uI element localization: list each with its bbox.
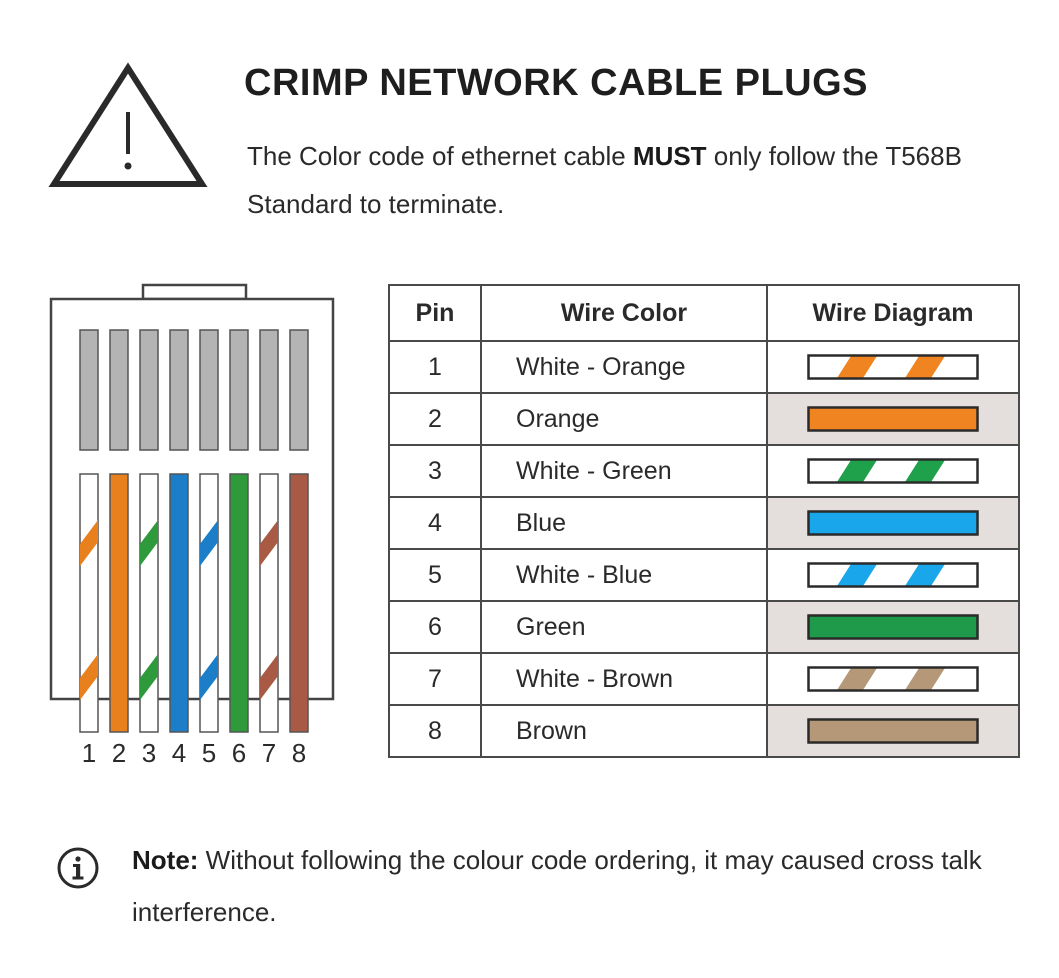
connector-wires [79, 329, 309, 733]
header-pin: Pin [388, 284, 482, 342]
wire-color-name: White - Blue [480, 548, 768, 602]
wire-stripe [200, 520, 218, 566]
wire-diagram-cell [766, 392, 1020, 446]
pin-number-label: 1 [82, 738, 96, 768]
connector-contact [79, 329, 99, 451]
wire-diagram-cell [766, 444, 1020, 498]
connector-wire [229, 473, 249, 733]
wire-diagram-cell [766, 704, 1020, 758]
pin-number: 4 [388, 496, 482, 550]
pin-number-label: 6 [232, 738, 246, 768]
wire-stripe [260, 654, 278, 700]
pin-number-label: 5 [202, 738, 216, 768]
wire-swatch [807, 406, 979, 432]
connector-contact [229, 329, 249, 451]
pin-number-label: 3 [142, 738, 156, 768]
pin-number-label: 4 [172, 738, 186, 768]
table-row: 1 White - Orange [388, 340, 1020, 394]
connector-wire [259, 473, 279, 733]
wire-swatch [807, 718, 979, 744]
wire-swatch [807, 562, 979, 588]
wire-diagram-cell [766, 340, 1020, 394]
connector-wire [109, 473, 129, 733]
wire-diagram-cell [766, 652, 1020, 706]
table-row: 2 Orange [388, 392, 1020, 446]
wire-stripe [837, 356, 877, 378]
connector-contact [259, 329, 279, 451]
connector-wire [139, 473, 159, 733]
wire-stripe [80, 654, 98, 700]
subtitle-emphasis: MUST [632, 141, 707, 171]
wire-color-name: White - Brown [480, 652, 768, 706]
connector-contact [289, 329, 309, 451]
pin-number-label: 2 [112, 738, 126, 768]
connector-wire [169, 473, 189, 733]
table-row: 3 White - Green [388, 444, 1020, 498]
wire-stripe [837, 460, 877, 482]
pin-number: 3 [388, 444, 482, 498]
note-label: Note: [132, 845, 199, 875]
wire-color-name: Green [480, 600, 768, 654]
wire-stripe [905, 460, 945, 482]
pin-number: 8 [388, 704, 482, 758]
info-circle-icon [57, 847, 99, 889]
subtitle-text-post: only follow the T568B Standard to termin… [247, 141, 962, 219]
wire-diagram-cell [766, 548, 1020, 602]
subtitle-text-pre: The Color code of ethernet cable [247, 141, 633, 171]
connector-wire [79, 473, 99, 733]
wire-stripe [80, 520, 98, 566]
wire-stripe [905, 564, 945, 586]
pin-number: 2 [388, 392, 482, 446]
wire-swatch [807, 354, 979, 380]
wire-stripe [905, 668, 945, 690]
table-row: 4 Blue [388, 496, 1020, 550]
pin-number-label: 7 [262, 738, 276, 768]
wire-stripe [905, 356, 945, 378]
wire-swatch [807, 458, 979, 484]
header-wire-color: Wire Color [480, 284, 768, 342]
pin-number: 7 [388, 652, 482, 706]
wire-stripe [140, 654, 158, 700]
wire-swatch [807, 510, 979, 536]
connector-latch [141, 283, 248, 301]
pin-number: 1 [388, 340, 482, 394]
wire-swatch [807, 666, 979, 692]
wire-color-name: Brown [480, 704, 768, 758]
table-header-row: Pin Wire Color Wire Diagram [388, 284, 1020, 342]
wire-diagram-cell [766, 600, 1020, 654]
pin-number: 6 [388, 600, 482, 654]
wire-diagram-cell [766, 496, 1020, 550]
table-row: 6 Green [388, 600, 1020, 654]
warning-triangle-icon [48, 62, 208, 187]
connector-contact [139, 329, 159, 451]
page-title: CRIMP NETWORK CABLE PLUGS [244, 62, 869, 104]
connector-wire [199, 473, 219, 733]
wire-color-name: White - Green [480, 444, 768, 498]
table-row: 5 White - Blue [388, 548, 1020, 602]
wire-stripe [260, 520, 278, 566]
connector-contact [199, 329, 219, 451]
note-body: Without following the colour code orderi… [132, 845, 982, 927]
header-wire-diagram: Wire Diagram [766, 284, 1020, 342]
wire-color-name: Blue [480, 496, 768, 550]
table-row: 7 White - Brown [388, 652, 1020, 706]
wire-stripe [837, 564, 877, 586]
wire-stripe [837, 668, 877, 690]
connector-wire [289, 473, 309, 733]
pin-number-label: 8 [292, 738, 306, 768]
subtitle: The Color code of ethernet cable MUST on… [247, 132, 1037, 228]
connector-contact [169, 329, 189, 451]
wire-color-name: Orange [480, 392, 768, 446]
wire-color-name: White - Orange [480, 340, 768, 394]
wire-swatch [807, 614, 979, 640]
note-text: Note: Without following the colour code … [132, 834, 1012, 938]
pin-color-table: Pin Wire Color Wire Diagram 1 White - Or… [388, 284, 1020, 758]
connector-contact [109, 329, 129, 451]
table-row: 8 Brown [388, 704, 1020, 758]
pin-number: 5 [388, 548, 482, 602]
wire-stripe [200, 654, 218, 700]
wire-stripe [140, 520, 158, 566]
